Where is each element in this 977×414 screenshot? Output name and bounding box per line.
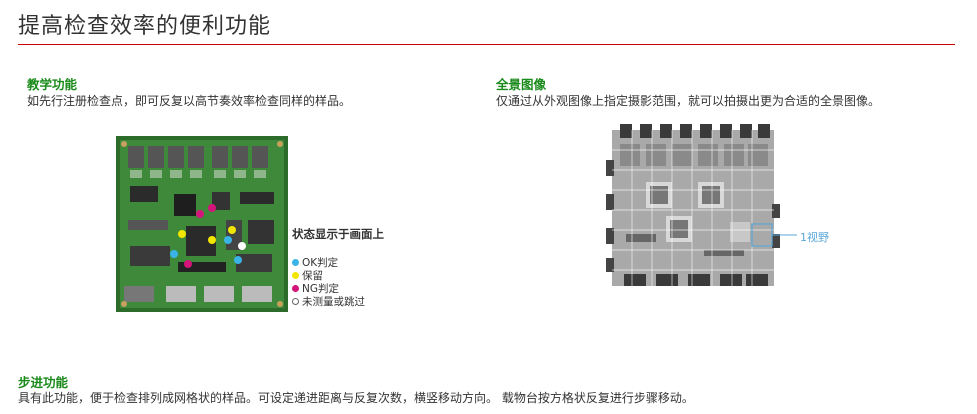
panorama-pcb-image [606, 124, 780, 296]
legend-item-ng: NG判定 [292, 282, 384, 295]
field-of-view-leader-line [779, 234, 797, 236]
teaching-title: 教学功能 [27, 77, 78, 92]
teaching-pcb-image [116, 136, 288, 316]
page-title: 提高检查效率的便利功能 [18, 14, 272, 39]
inspection-status-legend: 状态显示于画面上 OK判定 保留 NG判定 未测量或跳过 [292, 226, 384, 308]
unmeasured-status-dot-icon [292, 298, 299, 305]
step-desc: 具有此功能，便于检查排列成网格状的样品。可设定递进距离与反复次数，横竖移动方向。… [18, 391, 694, 405]
teaching-desc: 如先行注册检查点，即可反复以高节奏效率检查同样的样品。 [27, 94, 352, 108]
legend-item-hold: 保留 [292, 269, 384, 282]
panorama-title: 全景图像 [496, 77, 547, 92]
legend-item-unmeasured: 未测量或跳过 [292, 295, 384, 308]
legend-item-ok: OK判定 [292, 256, 384, 269]
title-divider [18, 44, 955, 45]
hold-status-dot-icon [292, 272, 299, 279]
legend-caption: 状态显示于画面上 [292, 227, 384, 241]
legend-item-label: 未测量或跳过 [302, 296, 365, 308]
ng-status-dot-icon [292, 285, 299, 292]
legend-item-label: OK判定 [302, 257, 339, 269]
panorama-desc: 仅通过从外观图像上指定摄影范围，就可以拍摄出更为合适的全景图像。 [496, 94, 881, 108]
ok-status-dot-icon [292, 259, 299, 266]
legend-item-label: NG判定 [302, 283, 339, 295]
field-of-view-label: 1视野 [800, 231, 829, 244]
step-title: 步进功能 [18, 375, 69, 390]
legend-item-label: 保留 [302, 270, 323, 282]
